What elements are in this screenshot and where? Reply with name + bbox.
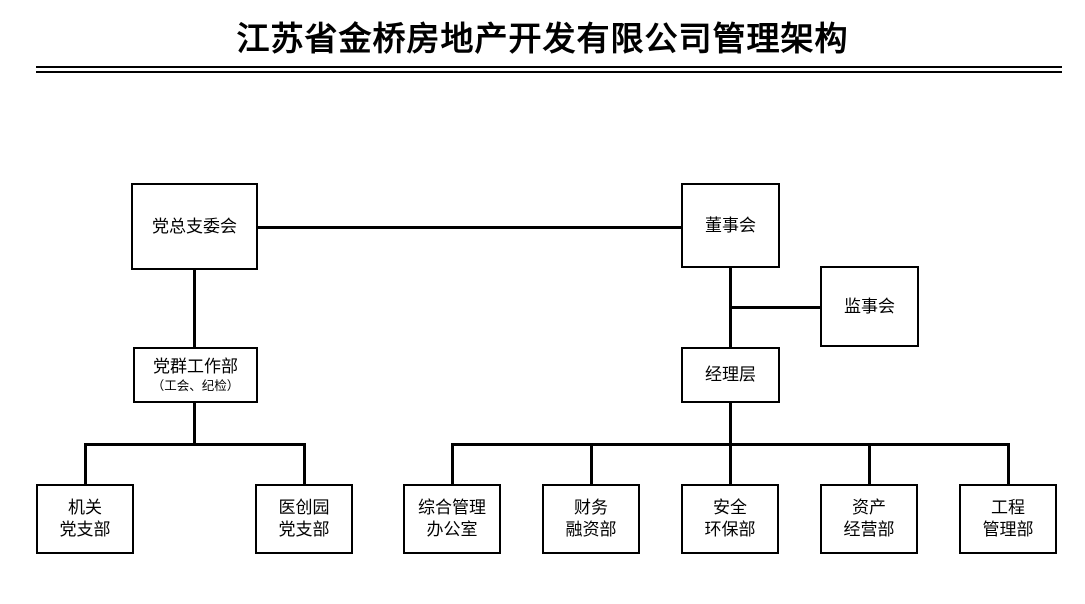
node-party-work-dept[interactable]: 党群工作部 （工会、纪检） bbox=[133, 347, 258, 403]
node-dept-finance[interactable]: 财务 融资部 bbox=[542, 484, 640, 554]
node-label: 机关 bbox=[68, 498, 102, 517]
title-divider-upper bbox=[36, 66, 1062, 68]
page-title: 江苏省金桥房地产开发有限公司管理架构 bbox=[236, 22, 849, 58]
node-label: 经理层 bbox=[705, 365, 756, 384]
node-sublabel: （工会、纪检） bbox=[151, 378, 240, 393]
node-label-second: 融资部 bbox=[565, 520, 617, 539]
connector-board-to-supervisors bbox=[729, 306, 822, 309]
node-dept-general[interactable]: 综合管理 办公室 bbox=[403, 484, 501, 554]
node-label: 党总支委会 bbox=[152, 216, 237, 236]
node-label-second: 经营部 bbox=[843, 520, 895, 539]
connector-right-bus-drop-5 bbox=[1007, 443, 1010, 485]
connector-left-bus-drop-2 bbox=[303, 443, 306, 485]
node-label-second: 环保部 bbox=[704, 520, 756, 539]
node-label: 党群工作部 bbox=[153, 356, 238, 376]
node-label: 医创园 bbox=[278, 498, 330, 517]
connector-workdept-drop bbox=[193, 403, 196, 446]
node-label: 综合管理 bbox=[418, 498, 486, 517]
node-label: 工程 bbox=[991, 498, 1025, 517]
connector-management-drop bbox=[729, 403, 732, 446]
node-board[interactable]: 董事会 bbox=[681, 183, 780, 268]
connector-right-bus-drop-2 bbox=[590, 443, 593, 485]
connector-party-to-board bbox=[256, 226, 683, 229]
connector-party-to-workdept bbox=[193, 268, 196, 347]
connector-left-bus-drop-1 bbox=[84, 443, 87, 485]
connector-right-bus-drop-3 bbox=[729, 443, 732, 485]
node-supervisors[interactable]: 监事会 bbox=[820, 266, 919, 347]
node-label-second: 党支部 bbox=[59, 520, 111, 539]
connector-left-bus bbox=[84, 443, 306, 446]
connector-right-bus-drop-4 bbox=[868, 443, 871, 485]
node-label-second: 管理部 bbox=[982, 520, 1034, 539]
node-branch-organ[interactable]: 机关 党支部 bbox=[36, 484, 134, 554]
node-dept-safety[interactable]: 安全 环保部 bbox=[681, 484, 779, 554]
node-branch-yichuang[interactable]: 医创园 党支部 bbox=[255, 484, 353, 554]
node-dept-engineering[interactable]: 工程 管理部 bbox=[959, 484, 1057, 554]
node-label: 资产 bbox=[852, 498, 886, 517]
node-label: 监事会 bbox=[844, 296, 895, 316]
node-label-second: 党支部 bbox=[278, 520, 330, 539]
node-party-committee[interactable]: 党总支委会 bbox=[131, 183, 258, 270]
node-label: 财务 bbox=[574, 498, 608, 517]
node-label-second: 办公室 bbox=[426, 520, 478, 539]
node-dept-assets[interactable]: 资产 经营部 bbox=[820, 484, 918, 554]
title-divider-lower bbox=[36, 71, 1062, 73]
node-label: 安全 bbox=[713, 498, 747, 517]
connector-right-bus-drop-1 bbox=[451, 443, 454, 485]
node-management[interactable]: 经理层 bbox=[681, 347, 780, 403]
node-label: 董事会 bbox=[705, 215, 756, 235]
